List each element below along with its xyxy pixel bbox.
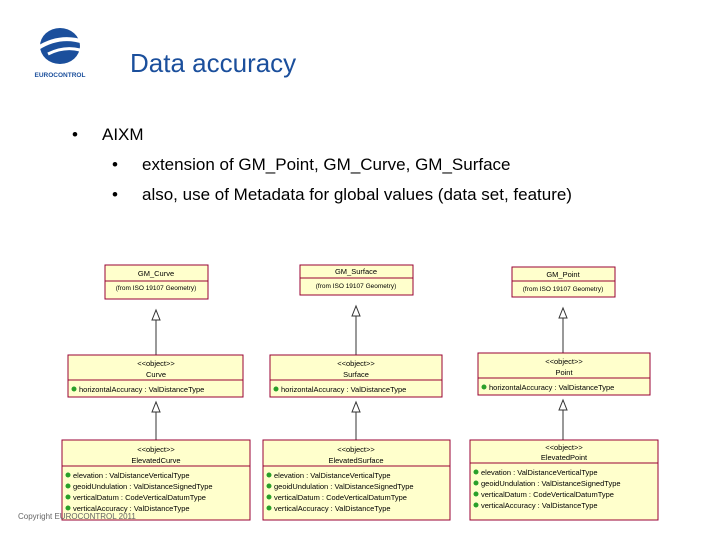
uml-class-point: <<object>> Point horizontalAccuracy : Va… [477,352,651,396]
bullet-dot: • [72,125,78,144]
class-name: ElevatedCurve [131,456,180,465]
class-attribute: verticalAccuracy : ValDistanceType [274,504,391,513]
class-note: (from ISO 19107 Geometry) [523,286,604,293]
sub-bullet-metadata: • also, use of Metadata for global value… [72,180,572,210]
uml-class-gm-point: GM_Point (from ISO 19107 Geometry) [511,266,616,298]
bullet-dot: • [112,185,118,204]
class-attribute: verticalDatum : CodeVerticalDatumType [73,493,206,502]
class-attribute: elevation : ValDistanceVerticalType [481,468,598,477]
sub-bullet-extension: • extension of GM_Point, GM_Curve, GM_Su… [72,150,572,180]
class-stereotype: <<object>> [137,359,175,368]
class-attribute: horizontalAccuracy : ValDistanceType [281,385,406,394]
class-attribute: elevation : ValDistanceVerticalType [274,471,391,480]
class-name: GM_Curve [138,269,174,278]
bullet-dot: • [112,155,118,174]
bullet-list: • AIXM • extension of GM_Point, GM_Curve… [72,120,572,210]
class-stereotype: <<object>> [337,445,375,454]
bullet-aixm: • AIXM [72,120,572,150]
class-stereotype: <<object>> [337,359,375,368]
class-name: ElevatedSurface [328,456,383,465]
eurocontrol-logo: EUROCONTROL [35,28,86,79]
logo-text: EUROCONTROL [35,72,86,79]
class-attribute: geoidUndulation : ValDistanceSignedType [274,482,414,491]
uml-class-elevated-point: <<object>> ElevatedPoint elevation : Val… [469,439,659,521]
class-attribute: verticalAccuracy : ValDistanceType [481,501,598,510]
uml-class-curve: <<object>> Curve horizontalAccuracy : Va… [67,354,244,398]
uml-class-elevated-curve: <<object>> ElevatedCurve elevation : Val… [61,439,251,521]
class-stereotype: <<object>> [137,445,175,454]
bullet-text: also, use of Metadata for global values … [142,185,572,204]
uml-class-surface: <<object>> Surface horizontalAccuracy : … [269,354,443,398]
class-name: Point [555,368,573,377]
class-name: Curve [146,370,166,379]
class-name: GM_Point [546,270,580,279]
uml-class-elevated-surface: <<object>> ElevatedSurface elevation : V… [262,439,451,521]
generalization-arrows-top [151,304,568,355]
class-note: (from ISO 19107 Geometry) [116,285,197,292]
page-title: Data accuracy [130,48,297,78]
class-attribute: geoidUndulation : ValDistanceSignedType [481,479,621,488]
class-attribute: geoidUndulation : ValDistanceSignedType [73,482,213,491]
class-attribute: elevation : ValDistanceVerticalType [73,471,190,480]
generalization-arrows-bottom [151,398,568,440]
class-stereotype: <<object>> [545,357,583,366]
class-name: ElevatedPoint [541,453,588,462]
bullet-text: AIXM [102,125,144,144]
class-attribute: verticalDatum : CodeVerticalDatumType [481,490,614,499]
uml-class-gm-surface: GM_Surface (from ISO 19107 Geometry) [299,264,414,296]
class-note: (from ISO 19107 Geometry) [316,283,397,290]
copyright-footer: Copyright EUROCONTROL 2011 [18,512,136,521]
class-attribute: verticalAccuracy : ValDistanceType [73,504,190,513]
bullet-text: extension of GM_Point, GM_Curve, GM_Surf… [142,155,511,174]
uml-class-gm-curve: GM_Curve (from ISO 19107 Geometry) [104,264,209,300]
class-name: GM_Surface [335,267,377,276]
class-name: Surface [343,370,369,379]
class-stereotype: <<object>> [545,443,583,452]
class-attribute: verticalDatum : CodeVerticalDatumType [274,493,407,502]
class-attribute: horizontalAccuracy : ValDistanceType [489,383,614,392]
class-attribute: horizontalAccuracy : ValDistanceType [79,385,204,394]
